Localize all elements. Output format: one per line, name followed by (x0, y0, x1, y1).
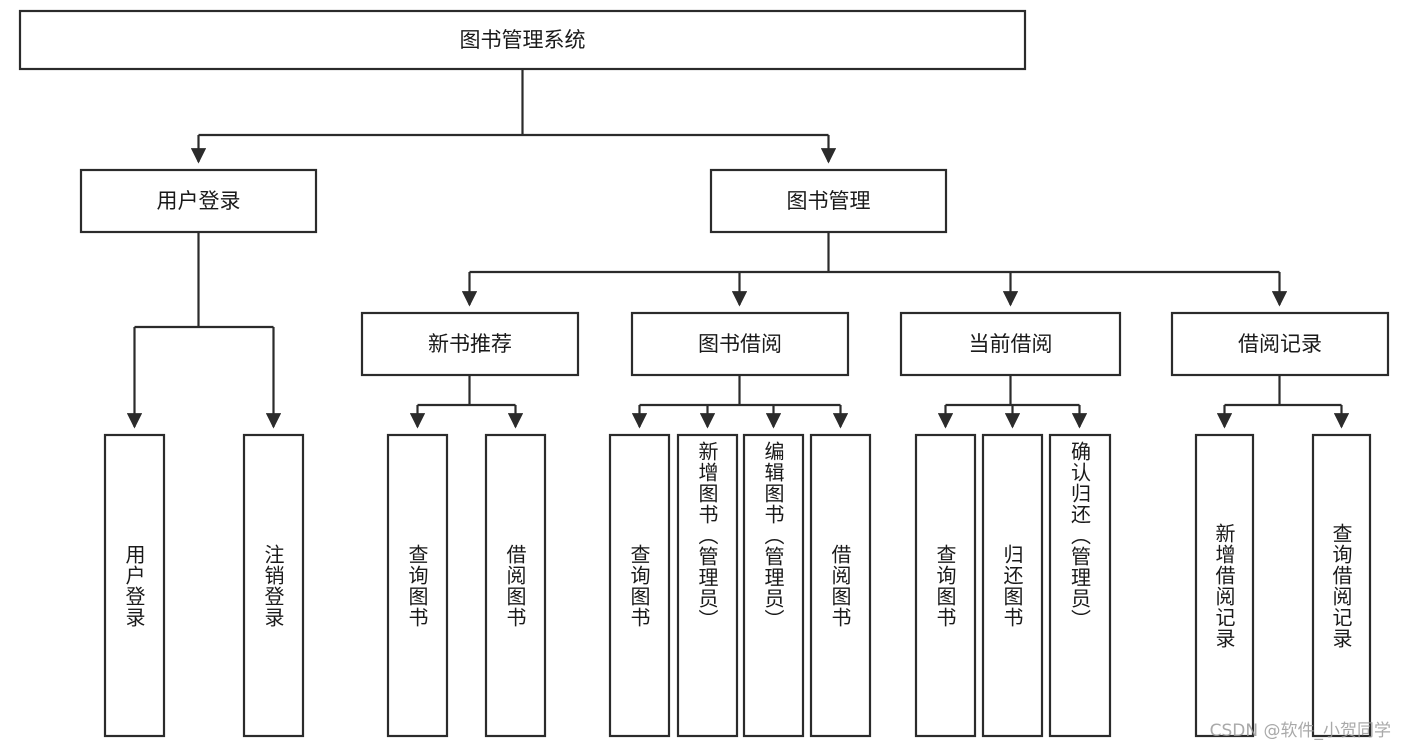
node-new-book-recommend[interactable] (360, 311, 580, 377)
node-leaf-user-logout[interactable] (242, 433, 305, 738)
node-leaf-borrow-query-book[interactable] (608, 433, 671, 738)
node-root-图书管理系统[interactable] (18, 9, 1027, 71)
node-current-borrow[interactable] (899, 311, 1122, 377)
node-leaf-rec-query-book[interactable] (386, 433, 449, 738)
node-root-label: 图书管理系统 (460, 28, 586, 52)
node-current-borrow-label: 当前借阅 (969, 332, 1053, 356)
node-leaf-rec-borrow-book[interactable] (484, 433, 547, 738)
node-leaf-borrow-edit-book[interactable] (742, 433, 805, 738)
node-book-management[interactable] (709, 168, 948, 234)
node-borrow-record-label: 借阅记录 (1238, 332, 1322, 356)
node-box-group: 图书管理系统 用户登录 图书管理 新书推荐 图书借阅 当前借阅 借阅记录 (18, 9, 1390, 738)
node-leaf-cur-query-book[interactable] (914, 433, 977, 738)
connector-group (126, 69, 1350, 429)
node-user-login-label: 用户登录 (157, 189, 241, 213)
node-leaf-borrow-add-book[interactable] (676, 433, 739, 738)
node-leaf-user-login[interactable] (103, 433, 166, 738)
node-user-login[interactable] (79, 168, 318, 234)
node-leaf-cur-confirm-return[interactable] (1048, 433, 1112, 738)
node-book-borrow-label: 图书借阅 (698, 332, 782, 356)
node-leaf-borrow-borrow-book[interactable] (809, 433, 872, 738)
node-book-management-label: 图书管理 (787, 189, 871, 213)
node-leaf-rec-query-record[interactable] (1311, 433, 1372, 738)
node-book-borrow[interactable] (630, 311, 850, 377)
node-new-book-recommend-label: 新书推荐 (428, 332, 512, 356)
node-borrow-record[interactable] (1170, 311, 1390, 377)
node-leaf-cur-return-book[interactable] (981, 433, 1044, 738)
node-leaf-rec-add-record[interactable] (1194, 433, 1255, 738)
